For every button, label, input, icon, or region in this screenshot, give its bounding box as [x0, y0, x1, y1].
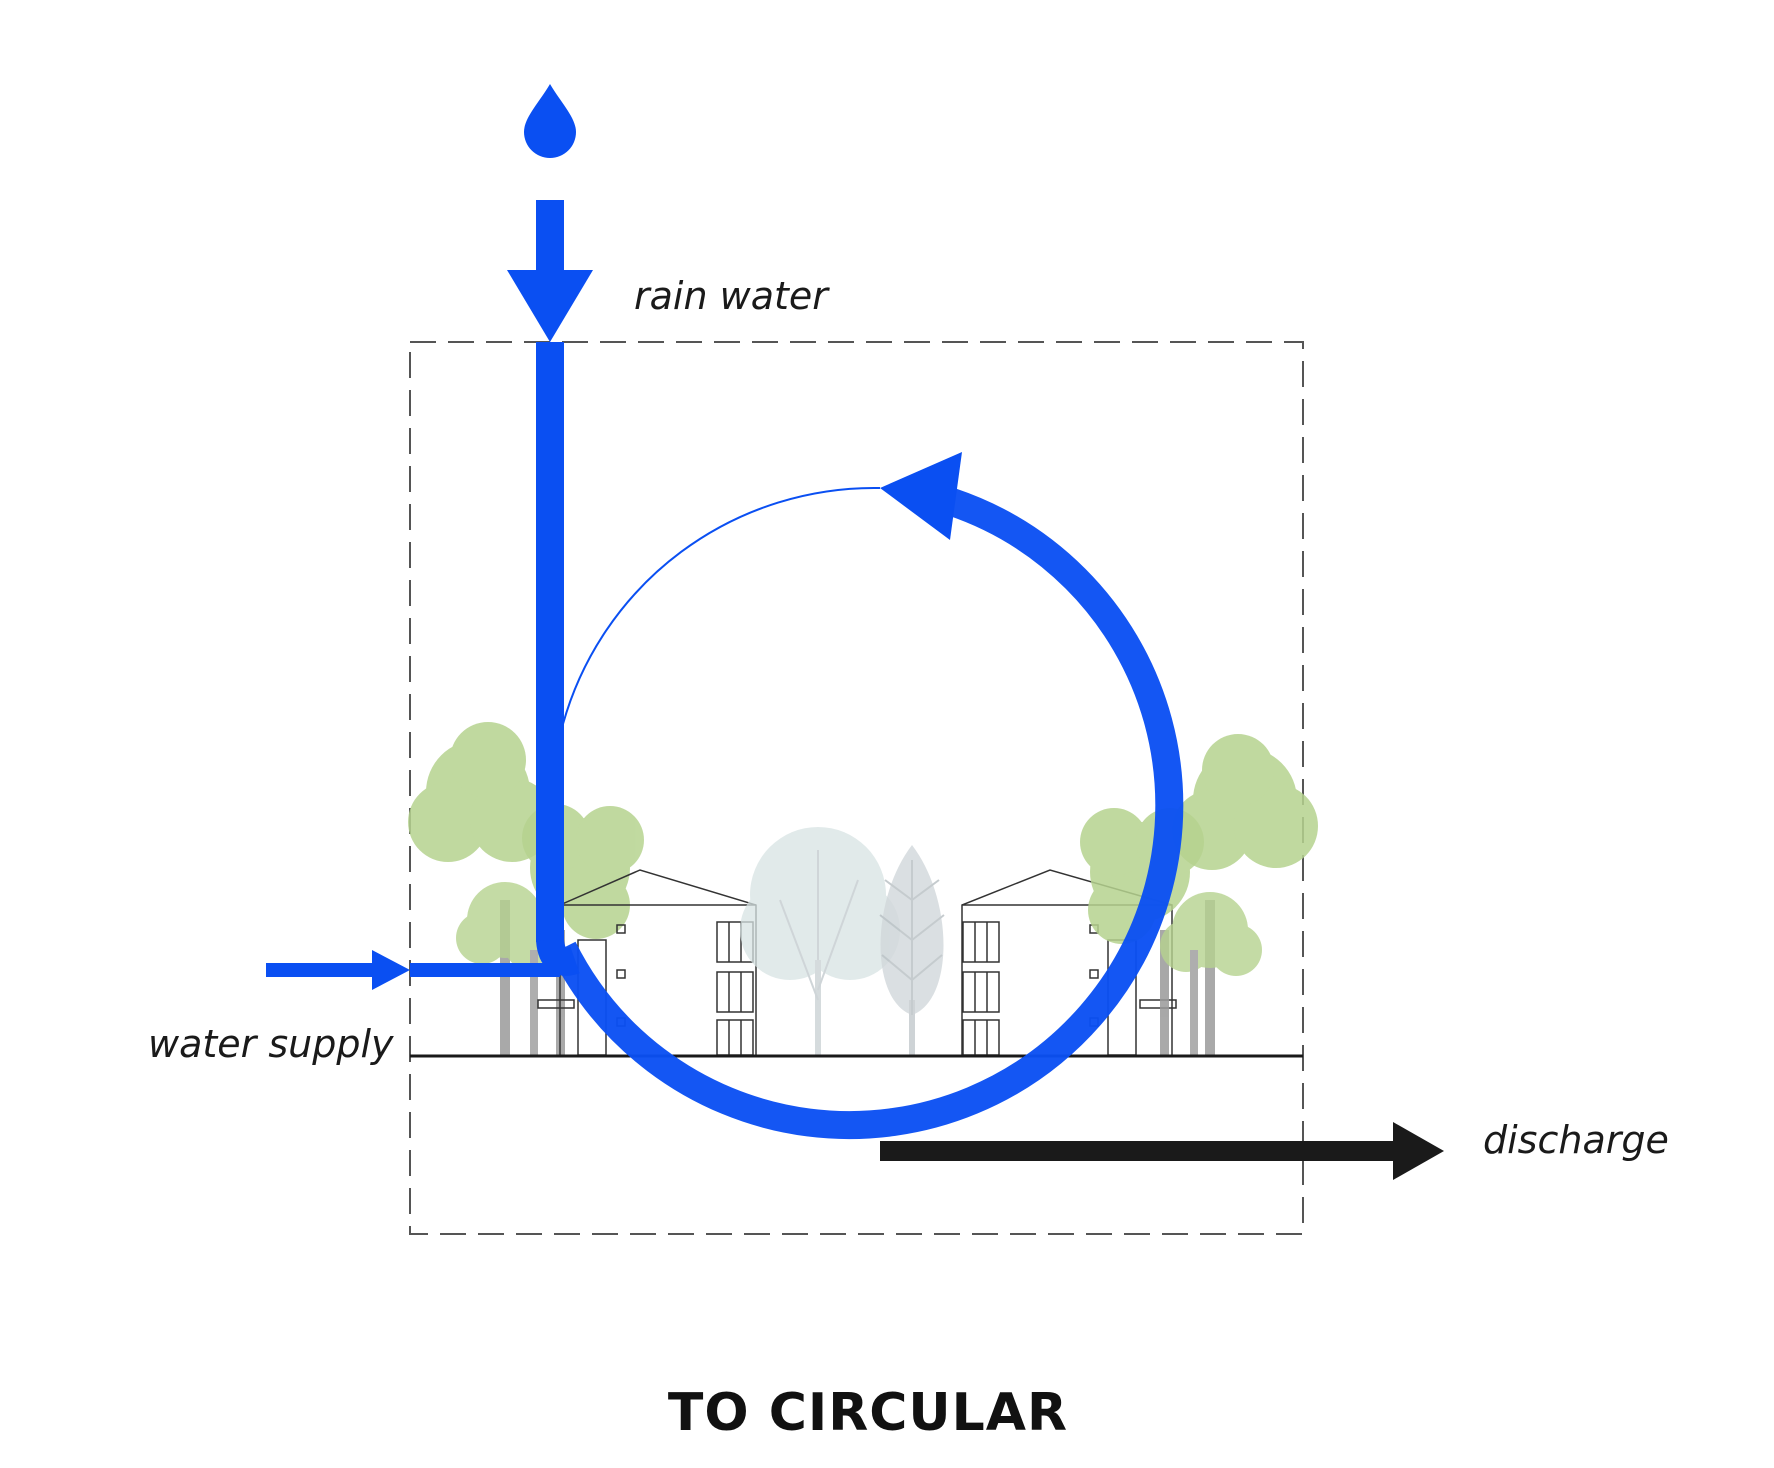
water-supply-label: water supply — [148, 1022, 394, 1066]
landscape — [408, 722, 1318, 1056]
discharge-label: discharge — [1483, 1118, 1669, 1162]
site-boundary — [409, 341, 1304, 1235]
discharge-arrow — [880, 1122, 1444, 1180]
diagram-title: TO CIRCULAR — [668, 1383, 1068, 1443]
green-tree — [1172, 734, 1318, 1055]
grey-tree — [740, 827, 900, 1055]
rain-water-pipe — [536, 342, 580, 976]
cycle-arrowhead — [880, 452, 962, 540]
green-tree — [1160, 892, 1262, 1055]
rain-water-arrow — [507, 200, 593, 342]
grey-pine-tree — [879, 845, 945, 1055]
cycle-thick-arc — [550, 488, 1184, 1140]
water-drop-icon — [524, 84, 576, 158]
cycle-thin-arc — [562, 486, 881, 725]
water-supply-arrow — [266, 950, 560, 990]
rain-water-label: rain water — [634, 274, 830, 318]
